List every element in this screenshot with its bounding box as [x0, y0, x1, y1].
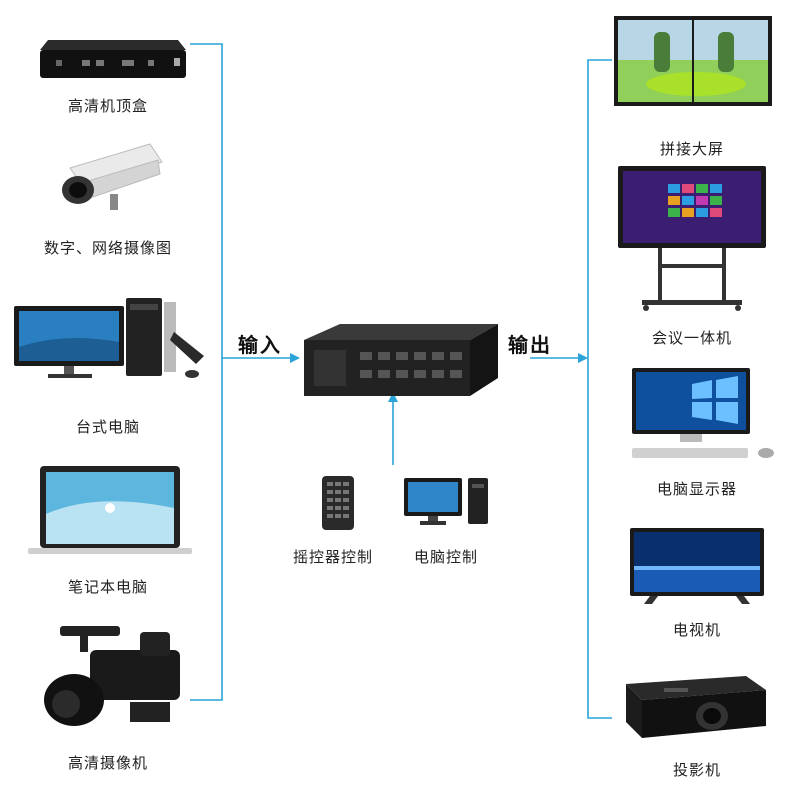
control-label-pc: 电脑控制	[413, 548, 479, 566]
television-icon	[630, 528, 766, 608]
input-label-desktop: 台式电脑	[75, 418, 141, 436]
output-label-conference-display: 会议一体机	[651, 329, 733, 347]
remote-control-icon	[318, 474, 358, 536]
pc-monitor-icon	[630, 366, 780, 466]
conference-display-icon	[618, 166, 768, 316]
video-wall-icon	[614, 16, 774, 112]
input-arrow-label: 输入	[238, 333, 282, 357]
set-top-box-icon	[38, 28, 188, 90]
laptop-icon	[26, 462, 194, 562]
output-label-television: 电视机	[672, 621, 722, 639]
control-label-remote: 摇控器控制	[292, 548, 374, 566]
camcorder-icon	[30, 622, 192, 738]
projector-icon	[616, 668, 768, 748]
output-arrow-label: 输出	[508, 333, 552, 357]
output-label-video-wall: 拼接大屏	[659, 140, 725, 158]
input-label-network-camera: 数字、网络摄像图	[43, 239, 173, 257]
input-label-camcorder: 高清摄像机	[67, 754, 149, 772]
input-label-set-top-box: 高清机顶盒	[67, 97, 149, 115]
network-camera-icon	[50, 138, 170, 222]
matrix-switcher-icon	[300, 320, 500, 406]
input-label-laptop: 笔记本电脑	[67, 578, 149, 596]
output-label-pc-monitor: 电脑显示器	[656, 480, 738, 498]
desktop-computer-icon	[14, 292, 210, 392]
output-label-projector: 投影机	[672, 761, 722, 779]
control-pc-icon	[402, 476, 492, 532]
